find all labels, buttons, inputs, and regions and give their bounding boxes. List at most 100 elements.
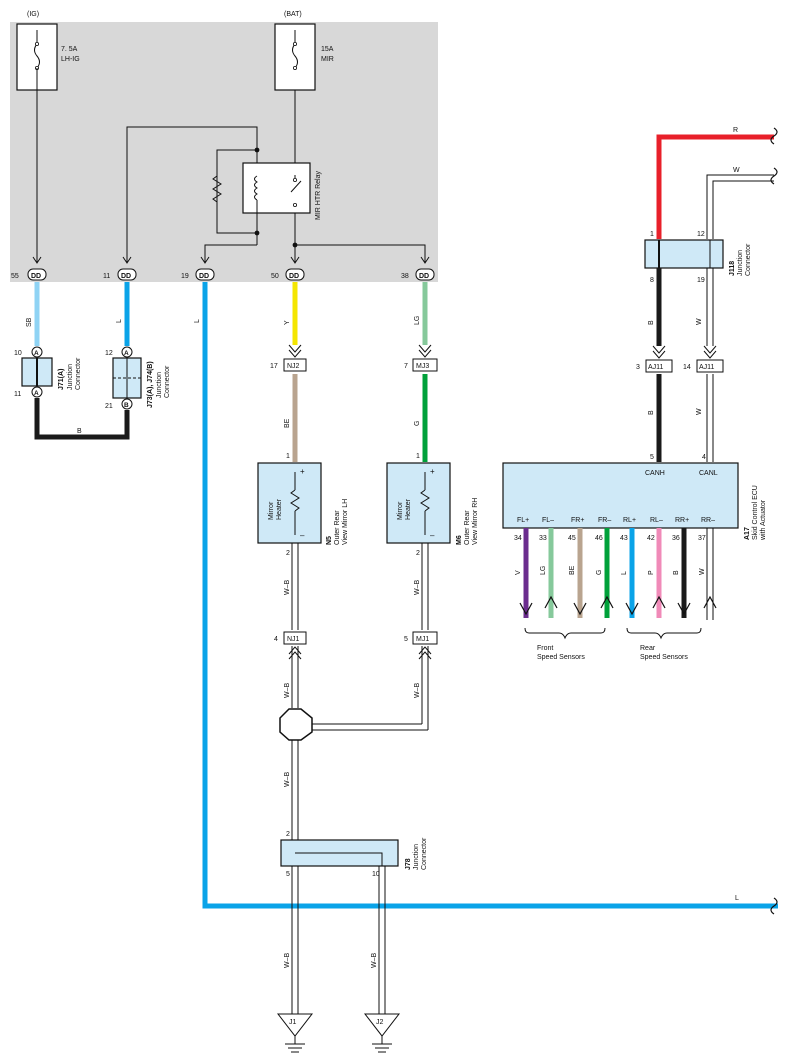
connector-mj3: MJ3	[412, 344, 438, 372]
fuse-mir	[274, 23, 316, 91]
ecu-terminal-5-wire-color: P	[648, 570, 655, 575]
j78-pin-5: 5	[286, 871, 290, 878]
svg-text:DD: DD	[199, 273, 209, 280]
ecu-terminal-1-wire-color: LG	[540, 566, 547, 575]
wire-label-w-can1: W	[696, 318, 703, 325]
svg-text:Heater: Heater	[405, 498, 412, 520]
dd-entry-arrows	[32, 256, 430, 264]
j73-id: J73(A), J74(B)	[147, 361, 154, 408]
ecu-pin-canh: 5	[650, 454, 654, 461]
ecu-terminal-3-arrow	[600, 595, 614, 609]
junction-block-background	[10, 22, 438, 282]
svg-text:DD: DD	[419, 273, 429, 280]
dd-pin-19: 19	[181, 273, 189, 280]
j118-pin-19: 19	[697, 277, 705, 284]
wire-label-wb-6: W–B	[284, 953, 291, 969]
ecu-terminal-2-wire-color: BE	[569, 565, 576, 575]
mirror-lh-name1: Outer Rear	[334, 510, 341, 545]
j118-type: Junction	[737, 250, 744, 276]
ecu-name1: Skid Control ECU	[752, 485, 759, 540]
svg-text:+: +	[300, 467, 305, 476]
svg-text:A: A	[34, 390, 39, 397]
mirror-rh-name1: Outer Rear	[464, 510, 471, 545]
wb-wires	[291, 543, 429, 1014]
wire-label-wb-7: W–B	[371, 953, 378, 969]
dd-pin-50: 50	[271, 273, 279, 280]
j118-type2: Connector	[745, 243, 752, 276]
wire-label-be: BE	[284, 418, 291, 428]
wire-w-top	[706, 174, 774, 239]
svg-text:–: –	[430, 531, 435, 540]
ecu-terminal-3-pin: 46	[595, 535, 603, 542]
nj1-pin: 4	[274, 636, 278, 643]
ecu-terminal-7-label: RR–	[701, 517, 715, 524]
mirror-rh-id: M6	[456, 535, 463, 545]
ecu-terminal-6-arrow	[677, 602, 691, 616]
svg-text:DD: DD	[289, 273, 299, 280]
aj11-pin-14: 14	[683, 364, 691, 371]
dd-pin-38: 38	[401, 273, 409, 280]
svg-text:A: A	[124, 350, 129, 357]
mirror-rh-pin-top: 1	[416, 453, 420, 460]
nj2-pin: 17	[270, 363, 278, 370]
fuse-mir-rating: 15A	[321, 46, 334, 53]
wire-label-l-11: L	[116, 319, 123, 323]
svg-text:Heater: Heater	[276, 498, 283, 520]
fuse-lh-ig	[16, 23, 58, 91]
wire-label-l-19: L	[194, 319, 201, 323]
svg-text:Mirror: Mirror	[268, 501, 275, 520]
wire-label-wb-1: W–B	[284, 580, 291, 596]
connector-nj2: NJ2	[283, 344, 307, 372]
mj1-pin: 5	[404, 636, 408, 643]
wire-label-b-can2: B	[648, 410, 655, 415]
svg-text:NJ2: NJ2	[287, 363, 300, 370]
j71-pin-10: 10	[14, 350, 22, 357]
fuse-lh-ig-rating: 7. 5A	[61, 46, 78, 53]
j78-type2: Connector	[421, 837, 428, 870]
ecu-terminal-3-label: FR–	[598, 517, 611, 524]
dd-connector-50: DD	[285, 268, 305, 281]
skid-control-ecu	[502, 462, 739, 529]
wire-label-wb-4: W–B	[414, 683, 421, 699]
dd-connector-19: DD	[195, 268, 215, 281]
mirror-rh-name2: View Mirror RH	[472, 498, 479, 545]
ecu-canh-label: CANH	[645, 470, 665, 477]
wire-label-b: B	[77, 428, 82, 435]
j78-pin-10: 10	[372, 871, 380, 878]
j118-pin-8: 8	[650, 277, 654, 284]
ecu-terminal-2-arrow	[573, 602, 587, 616]
wire-end-l	[770, 897, 778, 915]
j73-pin-21: 21	[105, 403, 113, 410]
dd-pin-11: 11	[103, 273, 110, 280]
junction-connector-j73-j74: A B	[112, 346, 142, 410]
aj11-pin-3: 3	[636, 364, 640, 371]
j78-pin-2: 2	[286, 831, 290, 838]
junction-dots	[254, 147, 298, 248]
ecu-terminal-5-arrow	[652, 595, 666, 609]
wire-label-wb-5: W–B	[284, 772, 291, 788]
ecu-pin-canl: 4	[702, 454, 706, 461]
mj3-pin: 7	[404, 363, 408, 370]
fuse-mir-name: MIR	[321, 56, 334, 63]
svg-text:J2: J2	[376, 1019, 384, 1026]
bat-source-label: (BAT)	[284, 11, 302, 18]
wire-label-y: Y	[284, 320, 291, 325]
fuse-lh-ig-name: LH-IG	[61, 56, 80, 63]
j78-internal	[295, 852, 383, 866]
j71-id: J71(A)	[58, 369, 65, 390]
j71-pin-11: 11	[14, 391, 21, 398]
front-sensors-label-1: Front	[537, 645, 553, 652]
ecu-terminal-0-pin: 34	[514, 535, 522, 542]
wire-end-r	[770, 127, 778, 145]
connector-aj11-3: AJ11	[645, 345, 673, 373]
mirror-heater-rh: + – Mirror Heater	[386, 462, 451, 544]
connector-mj1: MJ1	[412, 631, 438, 660]
j73-type2: Connector	[164, 365, 171, 398]
ecu-terminal-4-wire-color: L	[621, 571, 628, 575]
ecu-terminal-5-pin: 42	[647, 535, 655, 542]
ecu-terminal-6-wire-color: B	[673, 570, 680, 575]
wire-label-w-top: W	[733, 167, 740, 174]
svg-text:AJ11: AJ11	[699, 364, 715, 371]
mirror-rh-pin-bot: 2	[416, 550, 420, 557]
ecu-terminal-5-label: RL–	[650, 517, 663, 524]
